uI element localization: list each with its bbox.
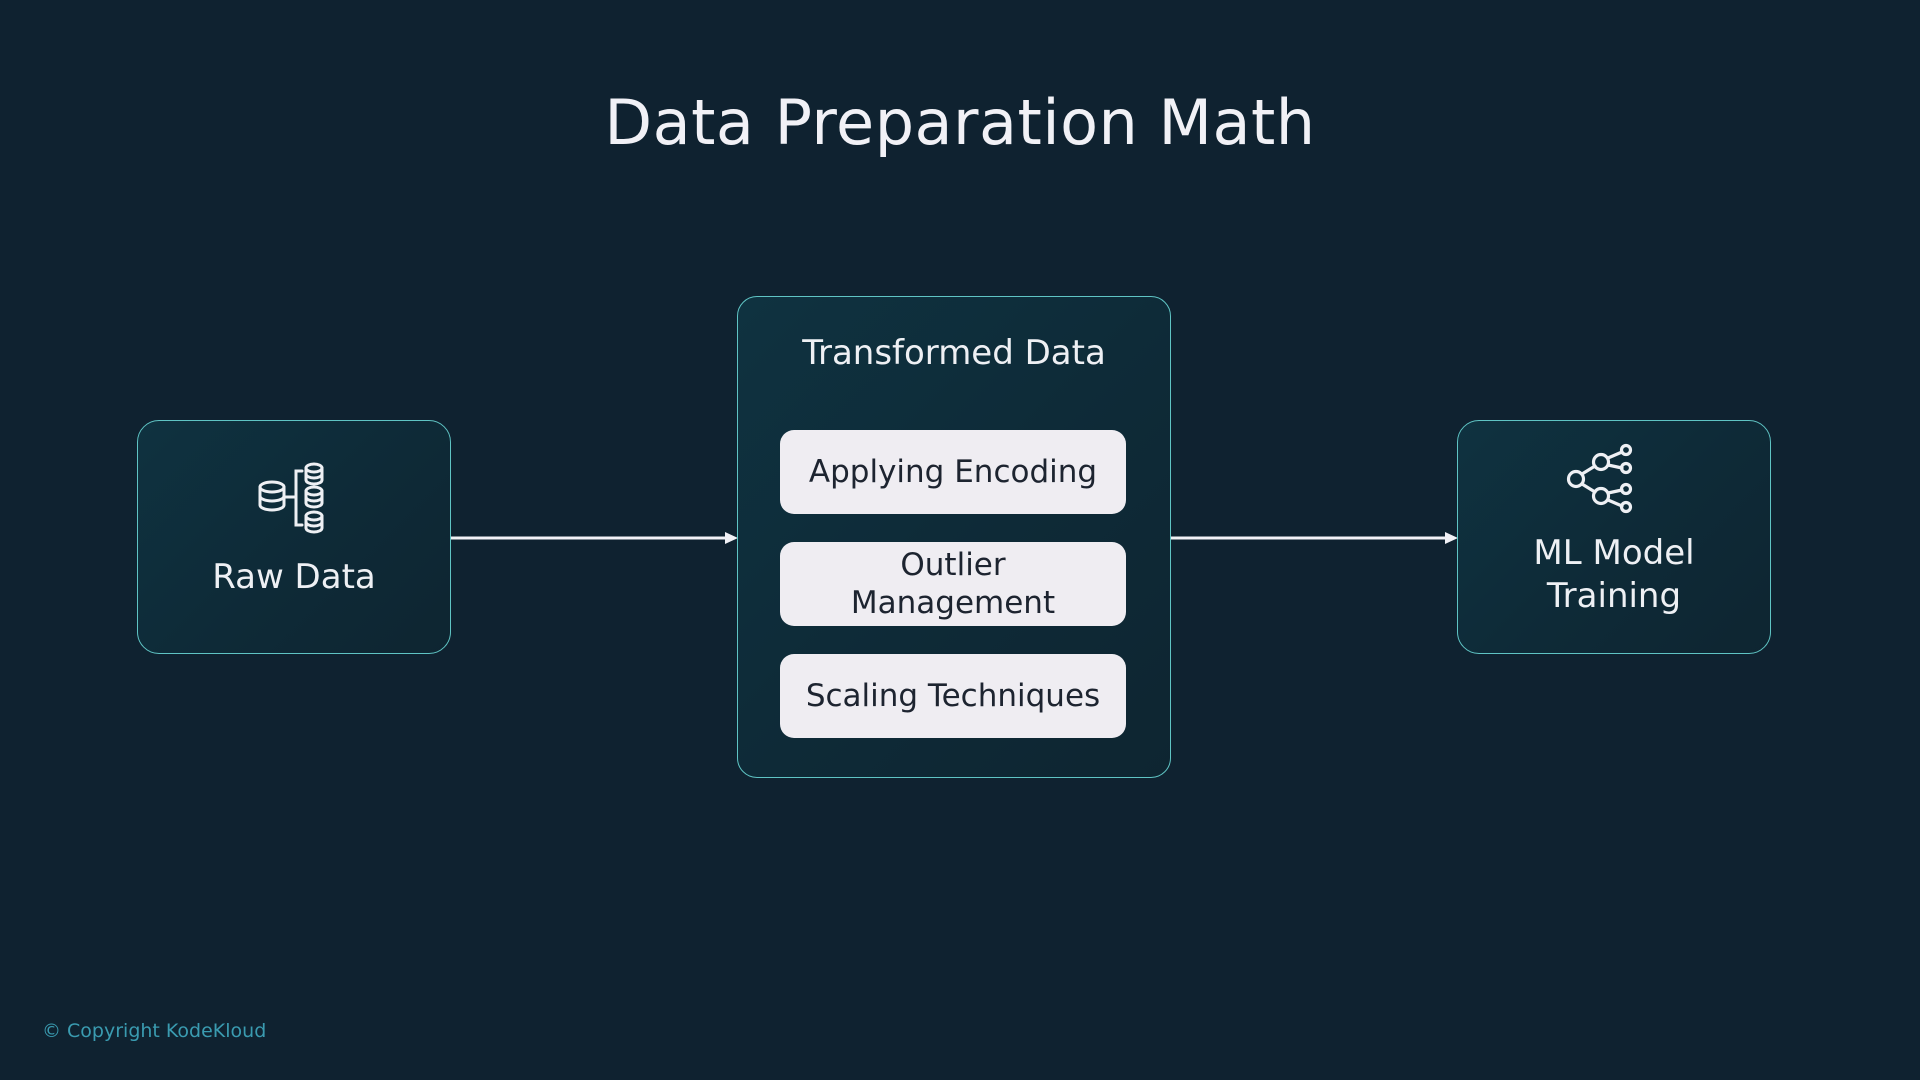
database-split-icon xyxy=(258,462,324,534)
network-tree-icon xyxy=(1566,443,1633,514)
step-label: Scaling Techniques xyxy=(805,678,1101,714)
step-applying-encoding: Applying Encoding xyxy=(780,430,1126,514)
raw-data-label: Raw Data xyxy=(212,557,376,597)
step-outlier-management: Outlier Management xyxy=(780,542,1126,626)
ml-model-training-card xyxy=(1457,420,1771,654)
step-label-line2: Management xyxy=(850,585,1056,621)
arrow-transform-to-ml xyxy=(1171,532,1458,544)
step-label: Applying Encoding xyxy=(808,454,1098,490)
ml-label-line2: Training xyxy=(1546,576,1682,616)
transformed-data-title: Transformed Data xyxy=(802,333,1106,373)
copyright-footer: © Copyright KodeKloud xyxy=(42,1020,267,1042)
ml-model-training-label: ML Model Training xyxy=(1457,532,1771,618)
step-label-line1: Outlier xyxy=(900,547,1006,583)
ml-label-line1: ML Model xyxy=(1533,533,1695,573)
step-scaling-techniques: Scaling Techniques xyxy=(780,654,1126,738)
arrow-raw-to-transform xyxy=(451,532,738,544)
slide-title: Data Preparation Math xyxy=(604,86,1316,159)
raw-data-card xyxy=(137,420,451,654)
